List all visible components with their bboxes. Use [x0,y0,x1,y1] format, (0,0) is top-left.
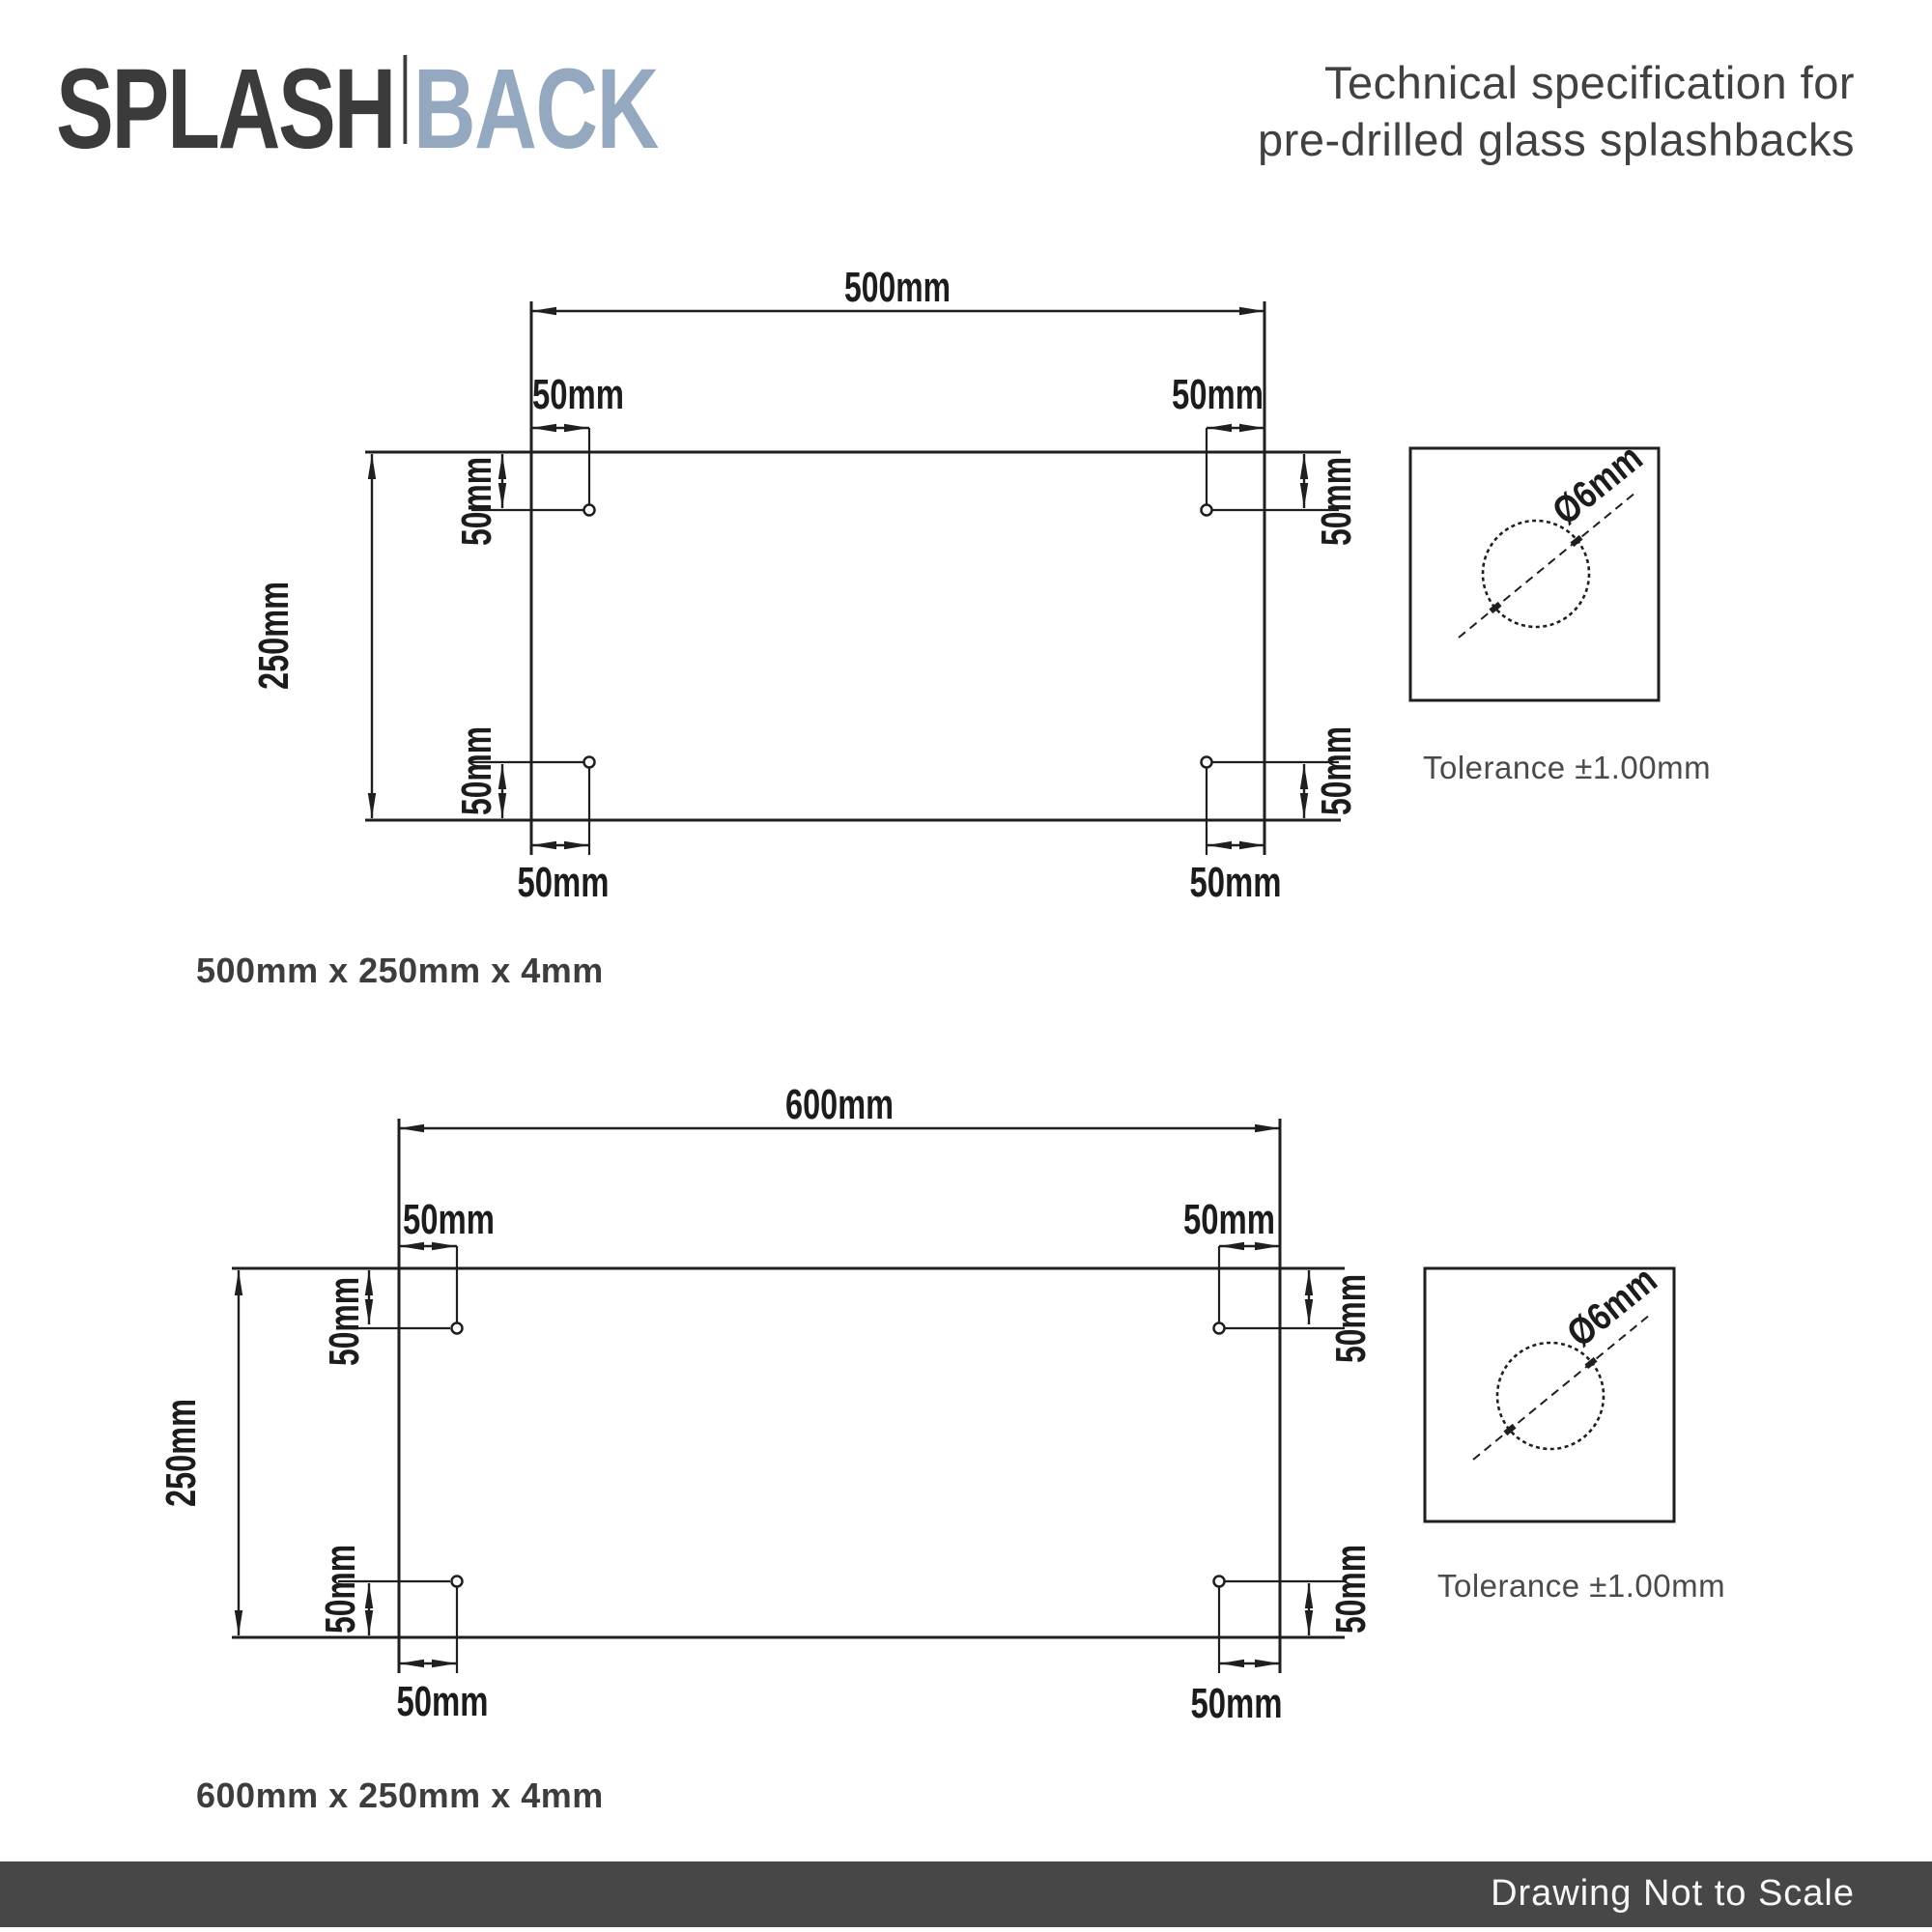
scale-disclaimer: Drawing Not to Scale [1491,1873,1855,1914]
hole-detail-circle [1495,1341,1605,1451]
drill-hole [450,1321,464,1335]
width-dimension-label: 600mm [785,1081,894,1128]
hole-offset-label: 50mm [453,457,500,546]
height-dimension-label: 250mm [157,1399,205,1507]
logo-text-back: BACK [412,45,660,173]
hole-diameter-label: Ø6mm [1545,437,1650,533]
diameter-leader-line [1458,492,1636,639]
detail-frame [1423,1266,1676,1523]
footer-bar: Drawing Not to Scale [0,1861,1932,1927]
diameter-tick [1489,601,1502,614]
hole-detail-box-2: Ø6mm [1423,1259,1676,1523]
drill-hole [1212,1575,1226,1588]
hole-offset-label: 50mm [453,726,500,815]
hole-offset-label: 50mm [1313,726,1360,815]
height-dimension-label: 250mm [250,582,298,690]
panel-500x250-drawing: 500mm 250mm 50mm 50mm 50mm 50mm 50mm 50m… [250,264,1360,906]
tolerance-note-1: Tolerance ±1.00mm [1423,750,1712,785]
hole-detail-circle [1481,519,1591,629]
hole-diameter-label: Ø6mm [1559,1259,1664,1355]
diameter-leader-line [1472,1314,1651,1461]
hole-offset-label: 50mm [317,1545,364,1634]
hole-offset-label: 50mm [1327,1274,1375,1363]
drill-hole [1200,503,1213,517]
hole-offset-label: 50mm [1190,859,1282,906]
hole-offset-label: 50mm [1172,371,1264,418]
page-title-line2: pre-drilled glass splashbacks [1258,114,1855,165]
hole-offset-label: 50mm [321,1277,368,1366]
hole-offset-label: 50mm [397,1678,489,1725]
page-title-line1: Technical specification for [1323,57,1855,108]
hole-offset-label: 50mm [1327,1545,1375,1634]
panel-1-size-caption: 500mm x 250mm x 4mm [196,951,604,990]
panel-2-size-caption: 600mm x 250mm x 4mm [196,1776,604,1815]
diameter-tick [1503,1423,1517,1436]
logo-divider [403,55,408,144]
tolerance-note-2: Tolerance ±1.00mm [1437,1568,1726,1604]
drill-hole [1200,755,1213,769]
drill-hole [450,1575,464,1588]
diameter-tick [1584,1356,1598,1370]
diameter-tick [1570,534,1583,548]
logo-text-splash: SPLASH [56,45,396,173]
hole-detail-box-1: Ø6mm [1408,437,1661,702]
drill-hole [582,755,596,769]
hole-offset-label: 50mm [403,1196,495,1243]
panel-600x250-drawing: 600mm 250mm 50mm 50mm 50mm 50mm 50mm 50m… [157,1081,1375,1727]
drill-hole [1212,1321,1226,1335]
brand-logo: SPLASH BACK [56,45,660,173]
page-title: Technical specification for pre-drilled … [1258,54,1855,168]
hole-offset-label: 50mm [532,371,624,418]
detail-frame [1408,446,1661,702]
hole-offset-label: 50mm [1191,1680,1283,1727]
hole-offset-label: 50mm [1313,457,1360,546]
width-dimension-label: 500mm [844,264,951,311]
hole-offset-label: 50mm [518,859,610,906]
drill-hole [582,503,596,517]
hole-offset-label: 50mm [1183,1196,1275,1243]
